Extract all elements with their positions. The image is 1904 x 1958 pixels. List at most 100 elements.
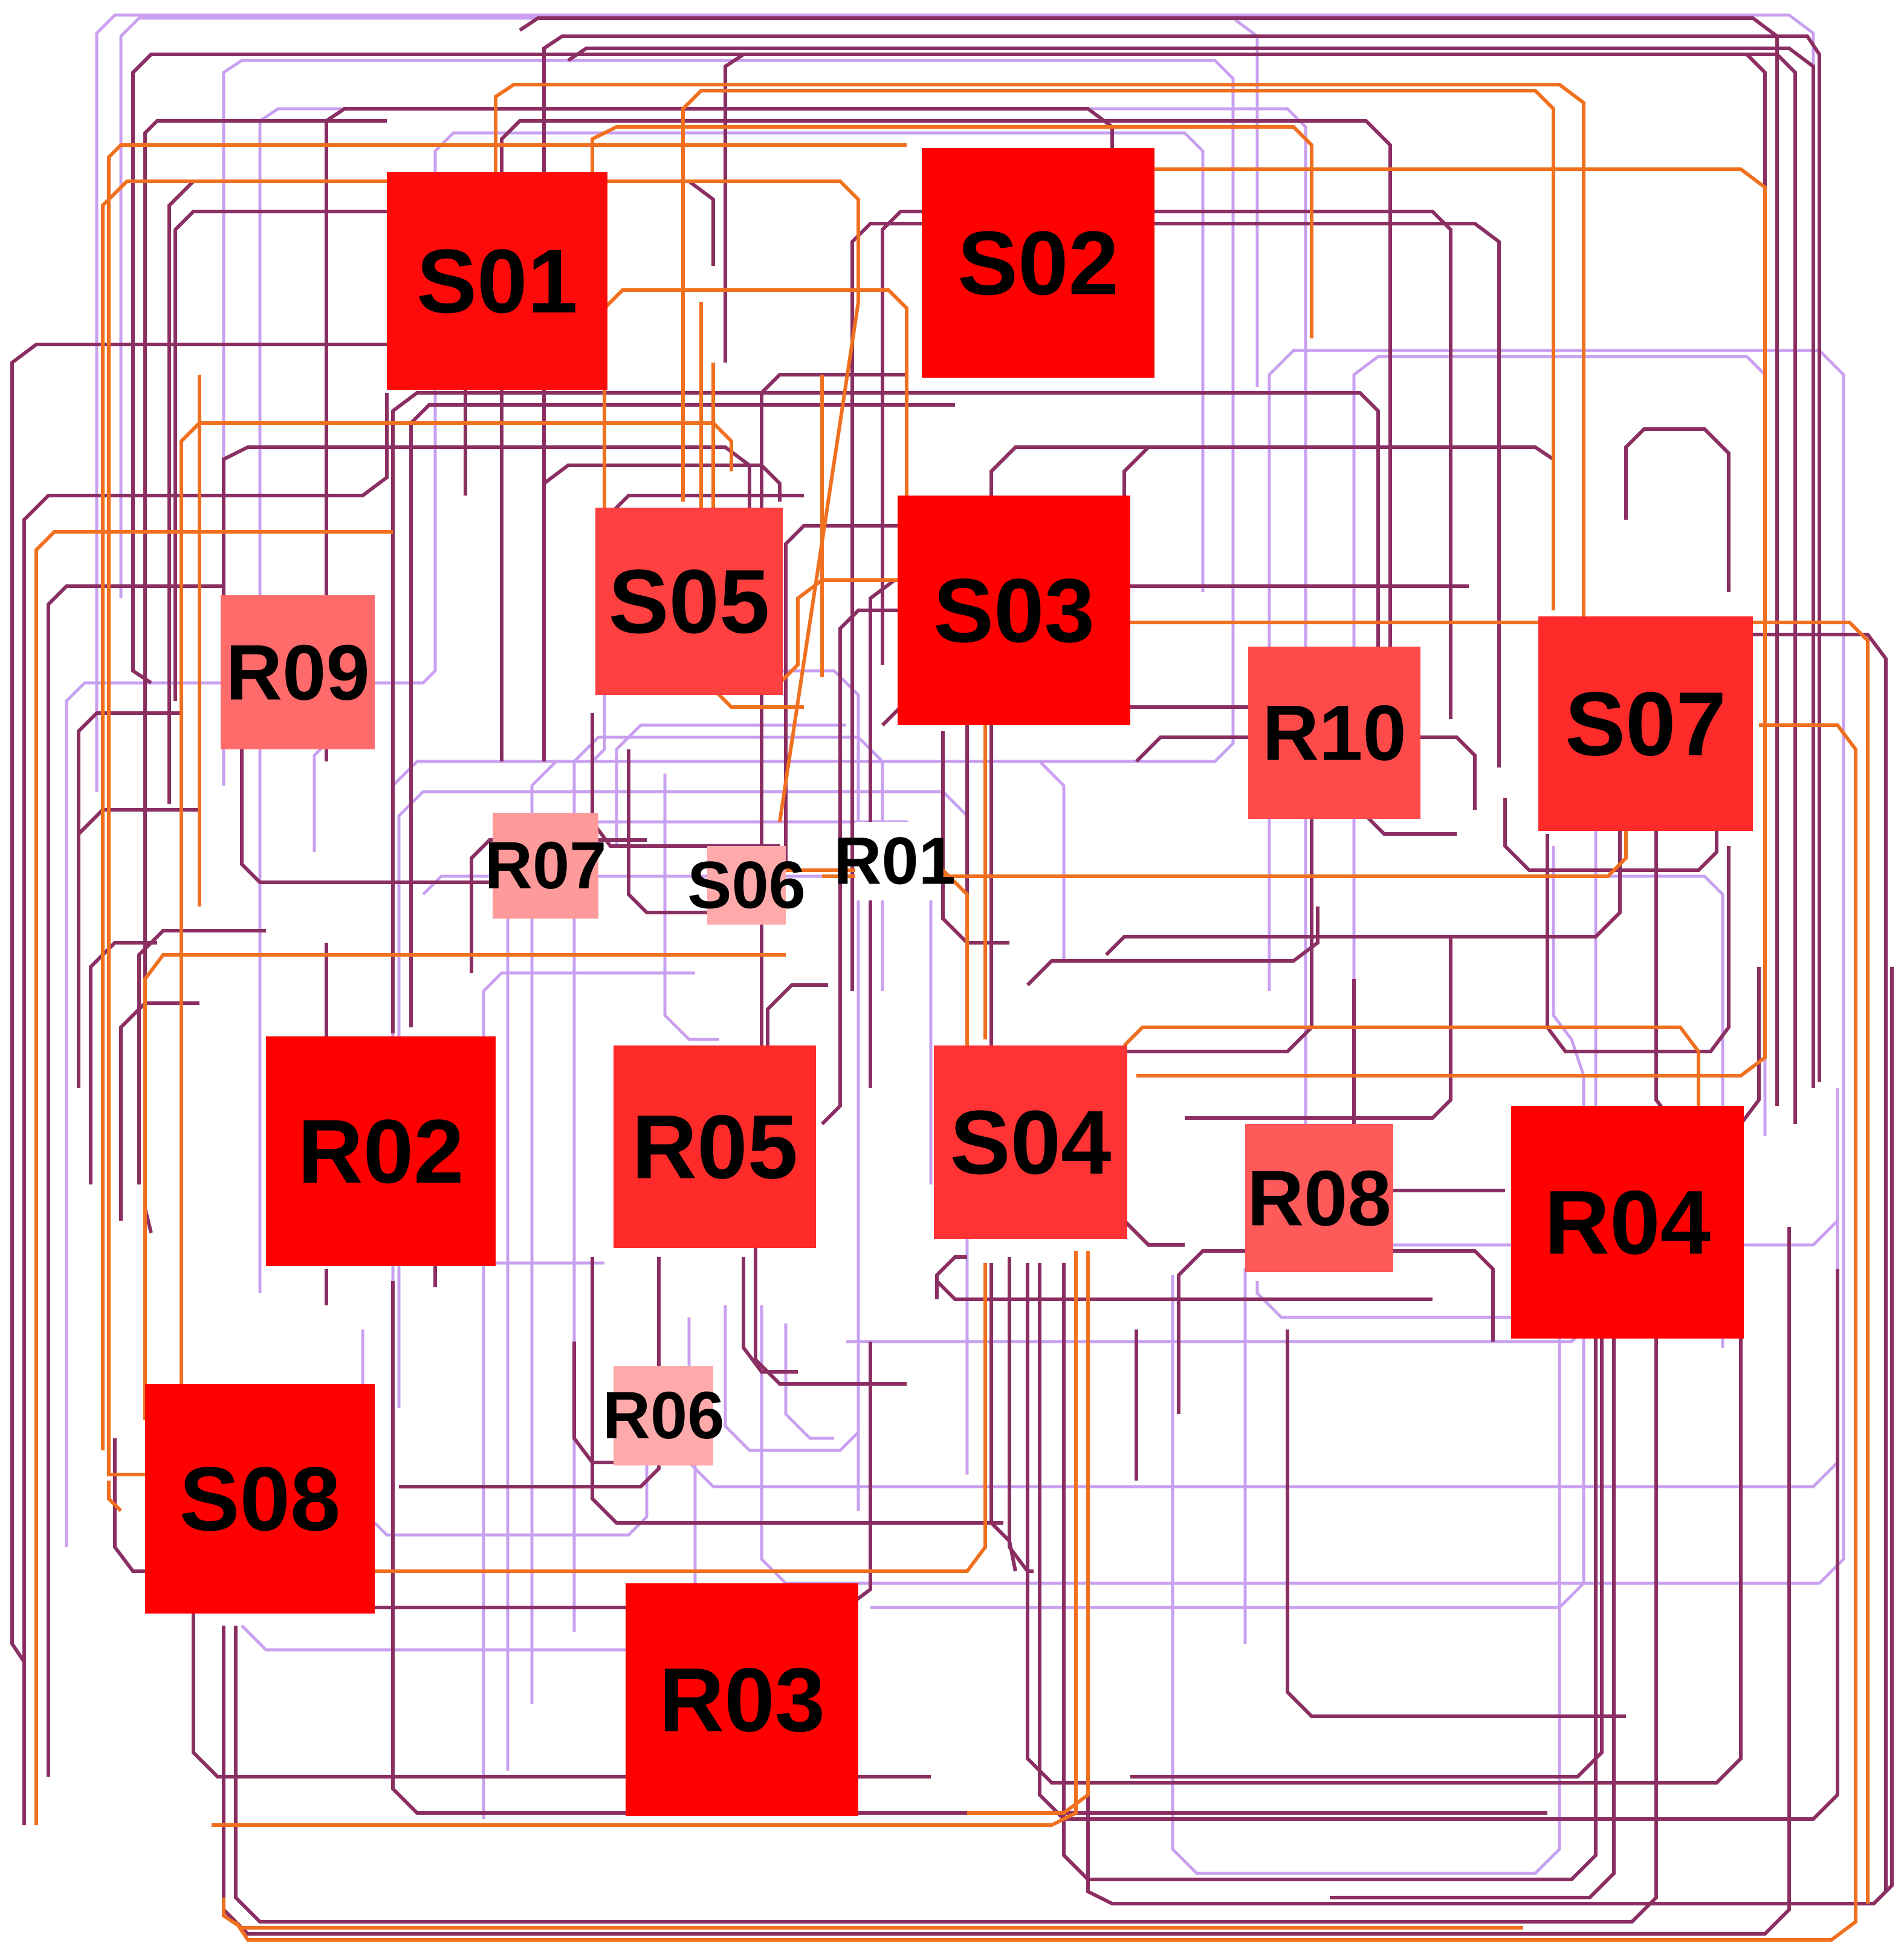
- edge: [222, 59, 1235, 786]
- edge: [34, 530, 393, 1825]
- edge: [1171, 1148, 1561, 1875]
- node-label: R02: [297, 1100, 464, 1202]
- edge: [989, 1263, 1017, 1572]
- edge: [1546, 834, 1731, 1053]
- edge: [850, 222, 1501, 991]
- edge: [1038, 1263, 1839, 1821]
- edge: [65, 131, 1205, 1547]
- edge: [784, 524, 943, 864]
- node-r03: R03: [626, 1583, 858, 1816]
- edge: [77, 711, 181, 852]
- edge: [222, 1898, 1523, 1930]
- node-label: S03: [933, 560, 1095, 661]
- node-label: S05: [609, 551, 770, 652]
- node-label: R04: [1544, 1172, 1711, 1273]
- node-box: [626, 1583, 858, 1816]
- edge: [760, 373, 907, 1052]
- edge: [101, 179, 860, 1450]
- node-box: [898, 496, 1130, 725]
- node-box: [387, 172, 607, 390]
- edge: [567, 47, 1815, 1088]
- edge: [1185, 937, 1452, 1120]
- node-r07: R07: [485, 813, 606, 919]
- edge: [143, 953, 786, 1420]
- edge: [1026, 906, 1320, 987]
- node-label: S01: [416, 230, 578, 332]
- node-box: [934, 1045, 1127, 1239]
- node-label: S06: [687, 848, 806, 923]
- node-box: [145, 1384, 375, 1614]
- edge: [778, 578, 907, 685]
- edge: [482, 971, 695, 1819]
- node-label: R10: [1262, 689, 1406, 777]
- edge: [967, 1251, 1090, 1815]
- node-r05: R05: [614, 1045, 816, 1248]
- node-label: R09: [225, 628, 369, 717]
- node-label: R01: [834, 824, 956, 899]
- edge: [820, 609, 901, 1126]
- edge: [935, 1255, 967, 1299]
- edge: [519, 16, 1779, 1106]
- edge: [107, 143, 907, 1476]
- edge: [77, 808, 199, 1088]
- edge: [591, 1257, 1003, 1525]
- node-label: S04: [950, 1091, 1112, 1193]
- node-box: [1245, 1124, 1393, 1272]
- edge-group-orange: [34, 83, 1870, 1942]
- node-label: S02: [957, 212, 1119, 314]
- node-r04: R04: [1511, 1106, 1744, 1339]
- edge: [375, 1263, 987, 1573]
- edge: [107, 1481, 123, 1513]
- edge: [941, 731, 1009, 945]
- node-box: [1538, 616, 1753, 831]
- edge: [143, 119, 387, 1233]
- node-s06: S06: [687, 846, 806, 925]
- edge: [391, 669, 860, 1511]
- edge: [1122, 1026, 1700, 1112]
- edge: [506, 820, 933, 1771]
- edge: [131, 53, 1797, 1124]
- edge: [742, 1257, 798, 1374]
- edge: [234, 723, 1857, 1942]
- edge: [222, 1227, 1791, 1936]
- edge: [325, 107, 1114, 761]
- edge: [1135, 735, 1477, 810]
- edge: [409, 403, 955, 1027]
- edge: [180, 421, 733, 1390]
- node-box: [1248, 647, 1420, 819]
- node-r02: R02: [266, 1036, 496, 1266]
- node-label: S07: [1565, 673, 1726, 775]
- edge: [1330, 1330, 1616, 1899]
- edge: [399, 1257, 661, 1488]
- edge: [240, 737, 598, 884]
- edge: [530, 760, 1066, 1704]
- edge: [1624, 427, 1731, 592]
- node-r01: R01: [834, 822, 956, 900]
- node-s07: S07: [1538, 616, 1753, 831]
- node-box: [614, 1366, 713, 1465]
- node-box: [1511, 1106, 1744, 1339]
- edge: [212, 1251, 1078, 1827]
- edge: [615, 723, 846, 846]
- edge: [113, 1438, 151, 1573]
- edge: [881, 210, 1452, 719]
- edge: [234, 1336, 1658, 1924]
- edge: [22, 393, 389, 1825]
- node-box: [595, 508, 783, 695]
- node-s02: S02: [922, 148, 1154, 378]
- edge: [119, 1001, 199, 1221]
- edge: [1062, 1263, 1598, 1881]
- node-box: [493, 813, 598, 919]
- edge: [1286, 1330, 1626, 1718]
- node-box: [855, 822, 934, 900]
- edge: [1130, 1336, 1604, 1779]
- node-label: S08: [180, 1448, 341, 1549]
- node-r08: R08: [1245, 1124, 1393, 1272]
- edge: [173, 210, 387, 701]
- edge: [222, 445, 751, 598]
- node-label: R06: [603, 1378, 725, 1453]
- node-s01: S01: [387, 172, 607, 390]
- edge: [724, 1305, 860, 1452]
